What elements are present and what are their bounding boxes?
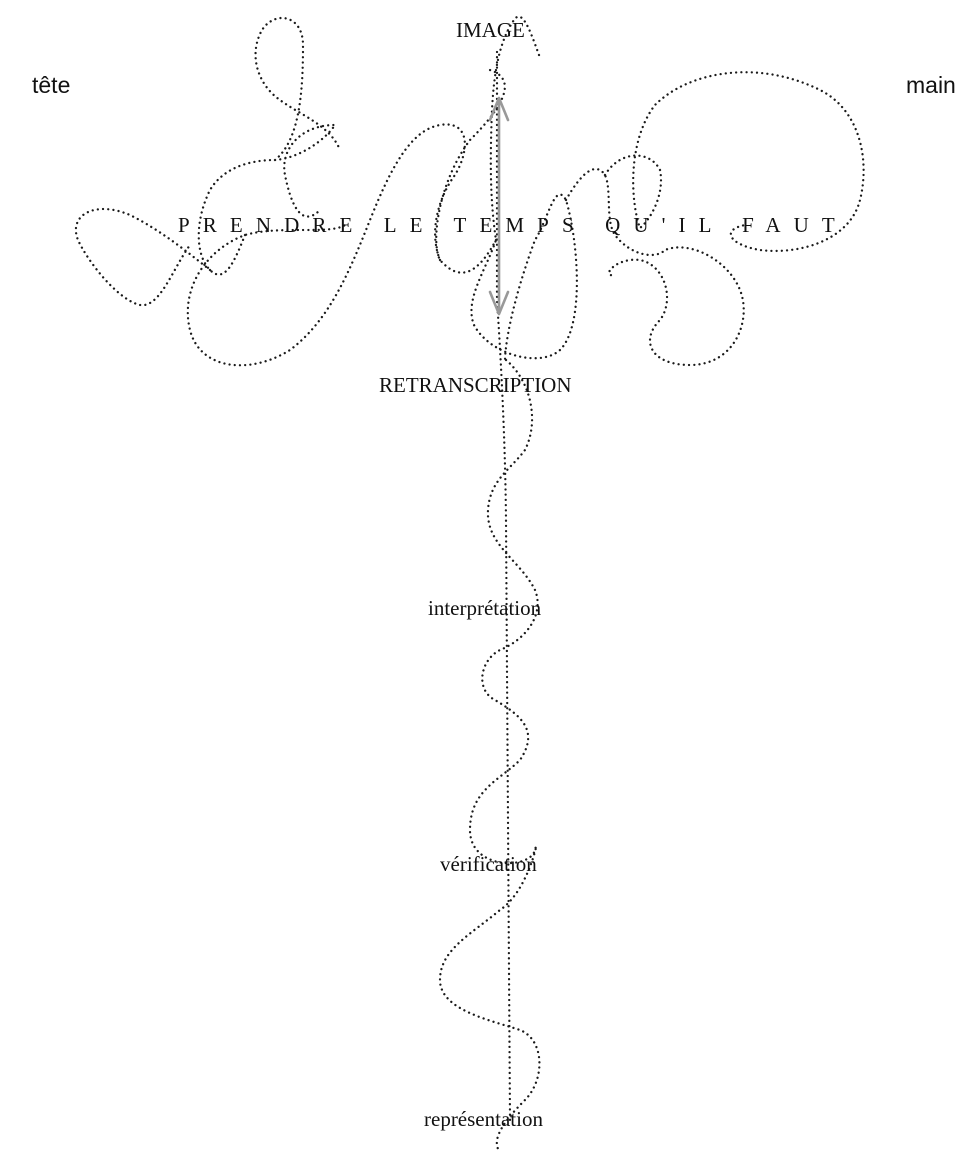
node-2: interprétation <box>428 596 541 621</box>
label-top: IMAGE <box>456 18 525 43</box>
node-3: vérification <box>440 852 537 877</box>
label-left: tête <box>32 72 70 99</box>
loopy-dotted-string <box>76 17 864 1152</box>
node-4: représentation <box>424 1107 543 1132</box>
label-right: main <box>906 72 956 99</box>
node-1: RETRANSCRIPTION <box>379 373 572 398</box>
banner-label: PRENDRE LE TEMPS QU'IL FAUT <box>178 213 848 238</box>
